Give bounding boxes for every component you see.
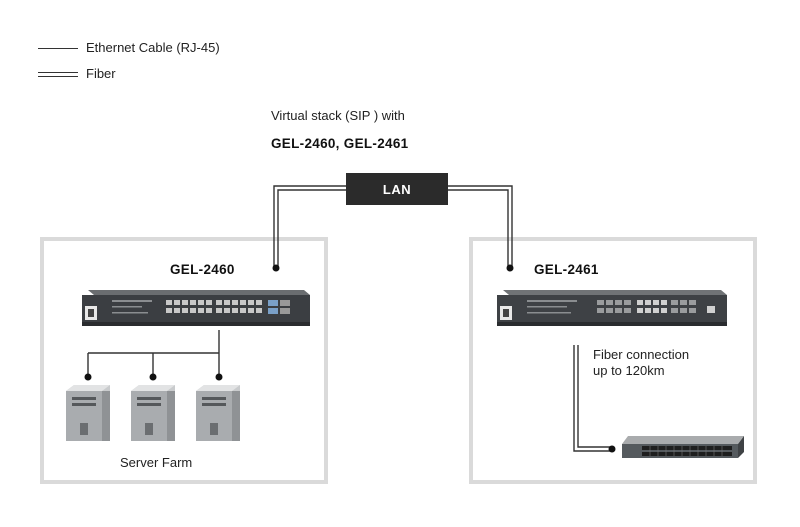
stack-caption: Virtual stack (SIP ) with <box>271 108 405 123</box>
fiber-note-line1: Fiber connection <box>593 347 690 362</box>
left-lan-node <box>272 264 280 272</box>
gel-2461-label: GEL-2461 <box>534 262 599 277</box>
gel-2460-label: GEL-2460 <box>170 262 235 277</box>
left-panel <box>40 237 328 484</box>
remote-switch-icon <box>622 436 744 458</box>
server-farm-label: Server Farm <box>120 455 193 470</box>
stack-models: GEL-2460, GEL-2461 <box>271 136 409 151</box>
fiber-legend-line <box>38 72 78 77</box>
fiber-note-line2: up to 120km <box>593 363 665 378</box>
right-lan-node <box>506 264 514 272</box>
server-tower-icon <box>131 385 175 441</box>
lan-cloud: LAN <box>346 173 448 205</box>
ethernet-legend-label: Ethernet Cable (RJ-45) <box>86 40 220 55</box>
server-tower-icon <box>196 385 240 441</box>
fiber-legend-label: Fiber <box>86 66 116 81</box>
server-tower-icon <box>66 385 110 441</box>
network-switch-icon <box>497 290 727 326</box>
ethernet-legend-line <box>38 48 78 49</box>
network-switch-icon <box>82 290 310 326</box>
